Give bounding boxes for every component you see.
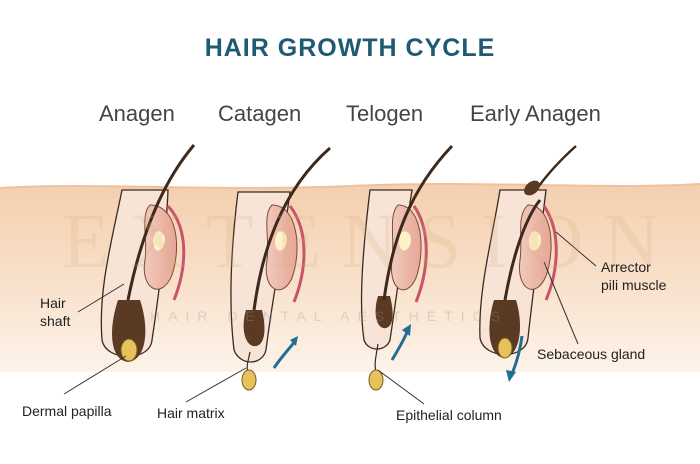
stage-label-telogen: Telogen: [346, 101, 424, 126]
label-sebaceous-gland: Sebaceous gland: [537, 346, 646, 362]
dermal-papilla: [497, 337, 513, 359]
new-hair-shaft: [503, 199, 542, 301]
arrector-muscle: [288, 205, 306, 303]
gland-lobule: [529, 231, 541, 251]
dermal-papilla: [241, 369, 257, 391]
arrowhead: [506, 370, 516, 382]
diagram-title: HAIR GROWTH CYCLE: [204, 34, 496, 62]
follicle-anagen: [100, 144, 196, 362]
hair-bulb: [489, 300, 520, 358]
label-arrector-line2: pili muscle: [601, 277, 667, 293]
label-hair-matrix: Hair matrix: [157, 405, 225, 421]
gland-lobule: [399, 231, 411, 251]
leader-epithelial-column: [377, 369, 425, 405]
hair-shaft: [382, 144, 454, 301]
follicle-telogen: [360, 144, 454, 391]
hair-shaft: [126, 144, 196, 301]
shedding-club: [524, 180, 540, 196]
label-hair-shaft-line1: Hair: [40, 295, 66, 311]
arrector-muscle: [542, 205, 558, 301]
label-hair-shaft: Hair shaft: [40, 294, 70, 330]
label-arrector-pili: Arrector pili muscle: [601, 258, 666, 294]
leader-hair-matrix: [185, 367, 247, 403]
leader-arrector: [555, 231, 597, 267]
arrowhead: [402, 324, 411, 336]
club-hair: [243, 310, 265, 347]
label-arrector-line1: Arrector: [601, 259, 651, 275]
leader-lines: [63, 231, 597, 405]
leader-hair-shaft: [77, 283, 125, 313]
arrowhead: [290, 336, 298, 346]
shedding-hair: [534, 145, 577, 191]
stage-label-anagen: Anagen: [99, 101, 175, 126]
arrector-muscle: [166, 204, 186, 301]
gland-lobule: [153, 231, 165, 251]
club-hair: [375, 296, 393, 329]
dermal-papilla: [368, 369, 384, 391]
leader-sebaceous: [543, 261, 579, 345]
watermark-tagline: HAIR DENTAL AESTHETICS: [150, 308, 509, 324]
arrector-muscle: [412, 205, 428, 303]
skin-surface-line: [0, 183, 700, 189]
gland-lobule: [275, 231, 287, 251]
label-dermal-papilla: Dermal papilla: [22, 403, 112, 419]
follicle-catagen: [230, 146, 331, 391]
leader-dermal-papilla: [63, 355, 127, 395]
label-epithelial-column: Epithelial column: [396, 407, 502, 423]
follicle-early-anagen: [479, 145, 577, 382]
dermal-papilla: [120, 338, 138, 362]
label-hair-shaft-line2: shaft: [40, 313, 71, 329]
stage-label-early-anagen: Early Anagen: [470, 101, 601, 126]
hair-shaft: [252, 146, 331, 311]
watermark-brand: EXTENSION: [62, 197, 680, 284]
stage-label-catagen: Catagen: [218, 101, 302, 126]
